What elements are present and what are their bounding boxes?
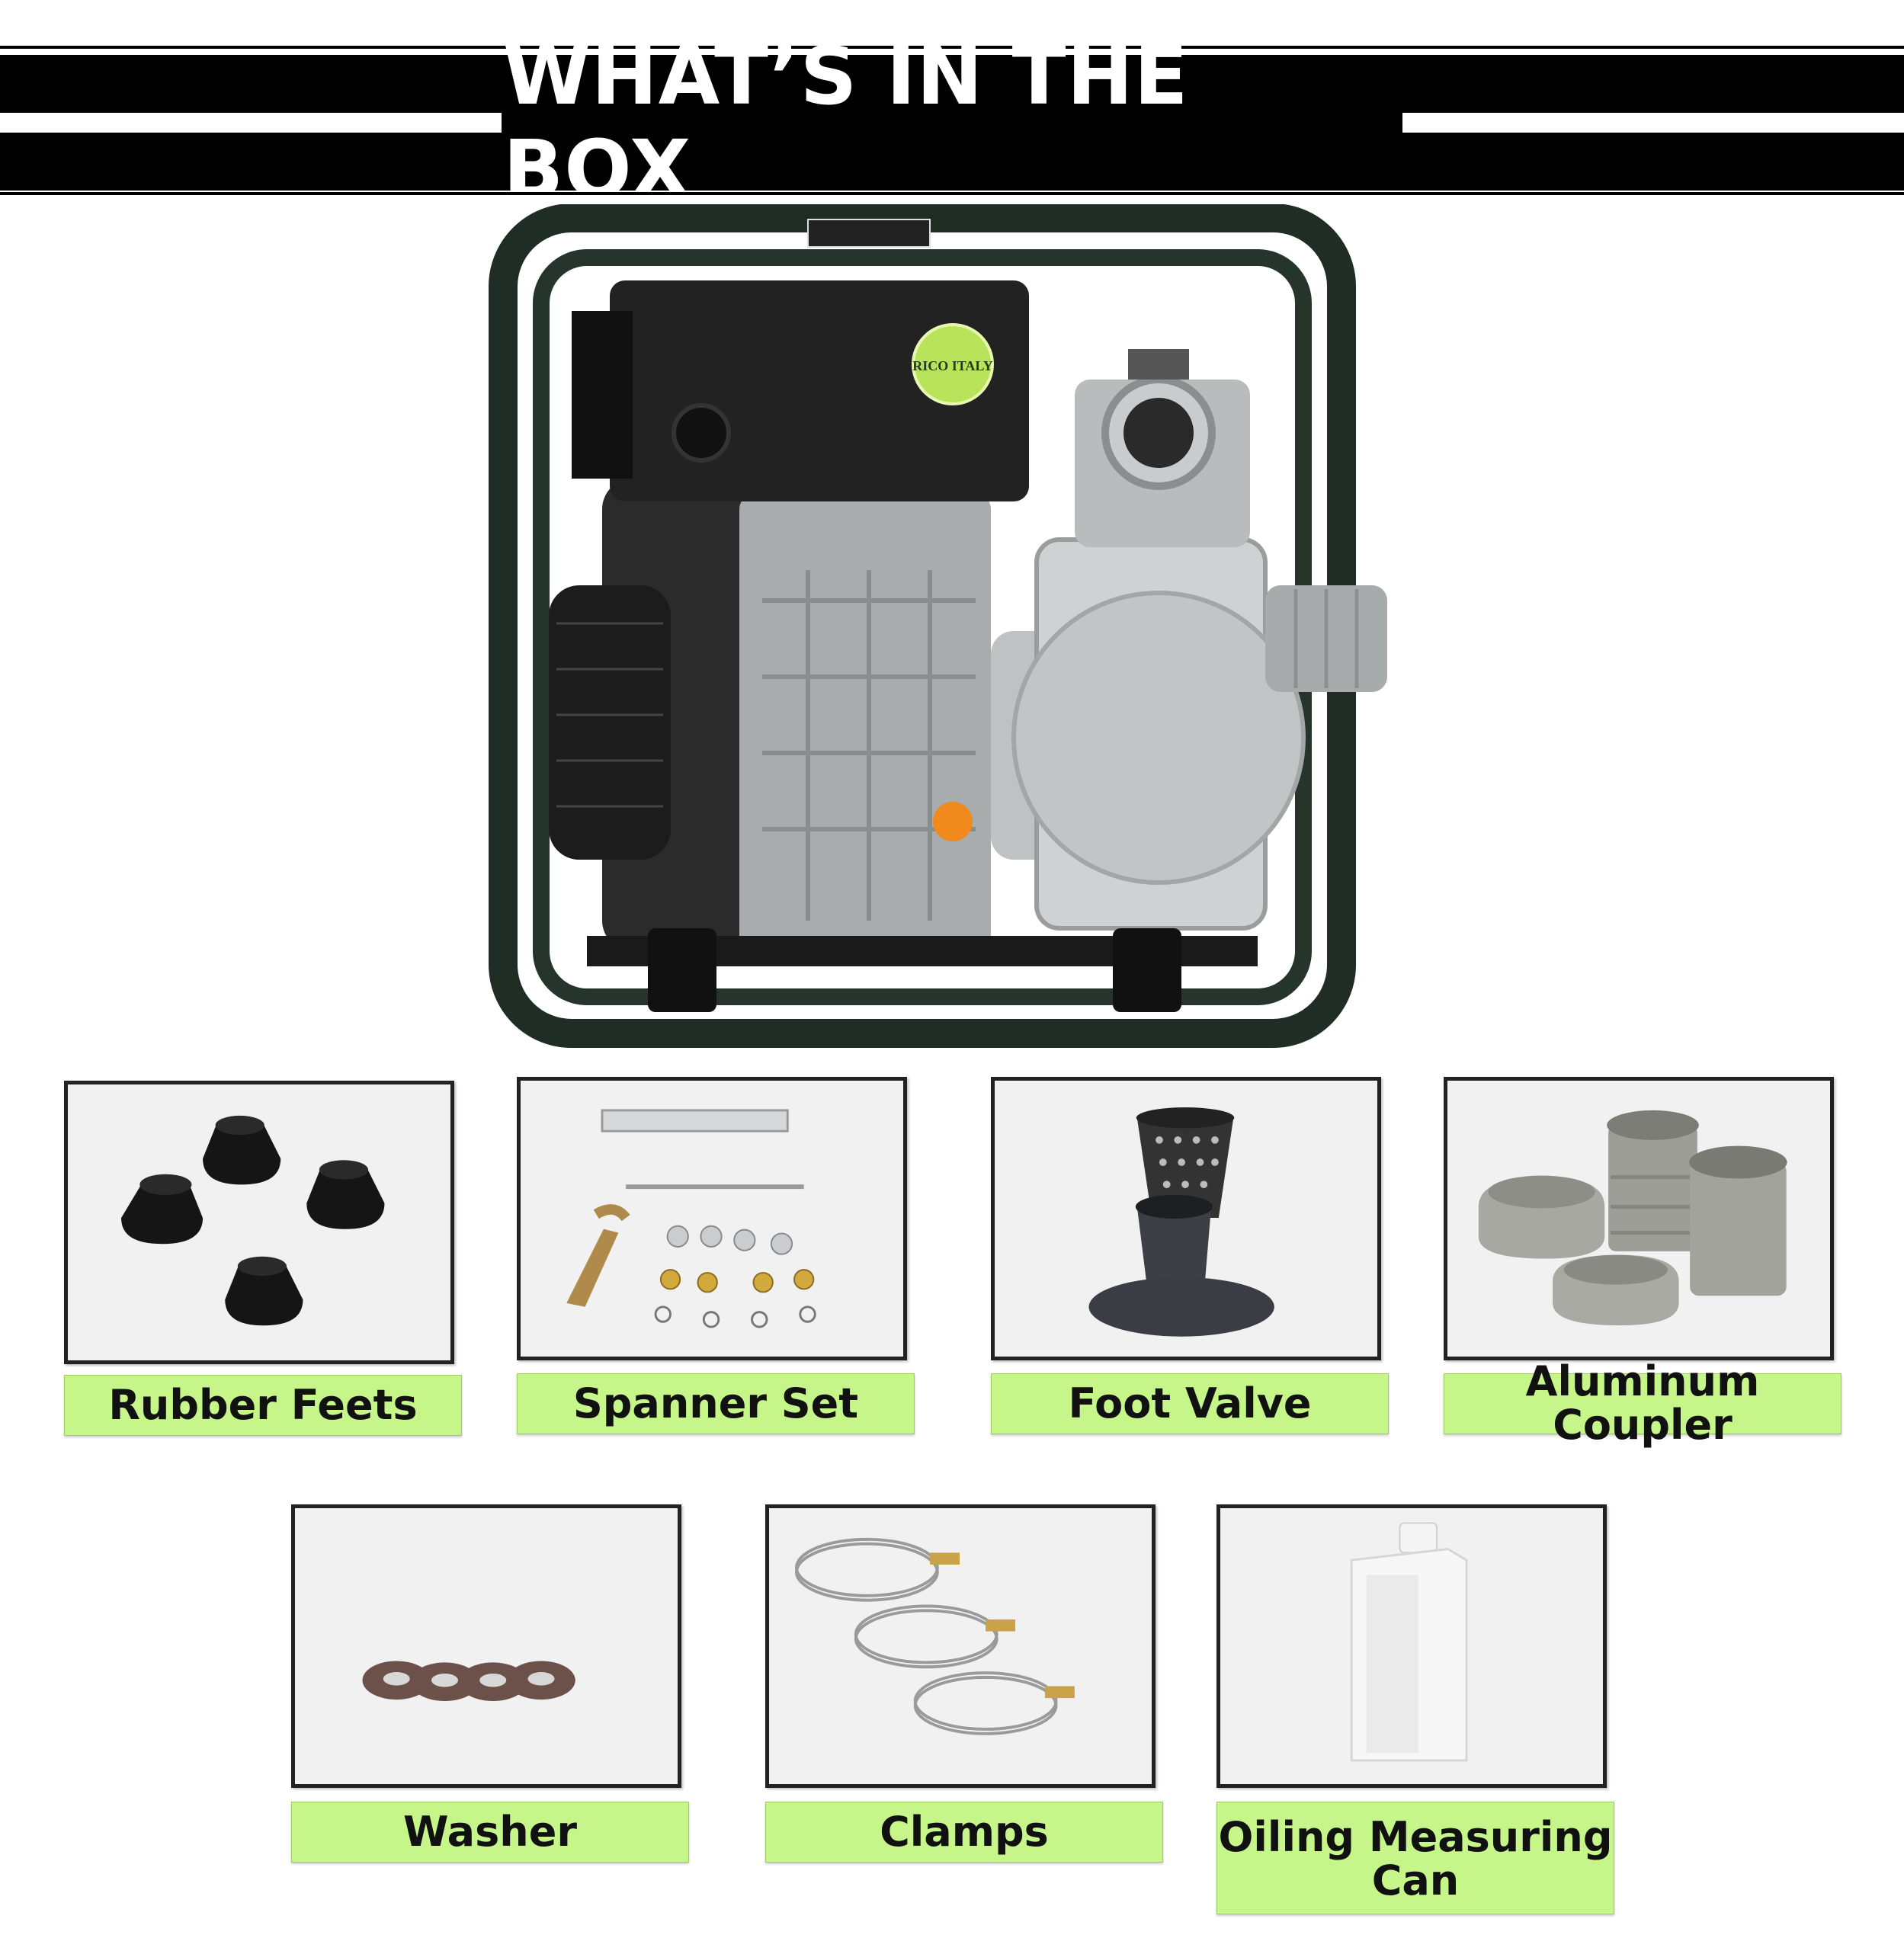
aluminum-coupler-label: Aluminum Coupler <box>1444 1360 1841 1446</box>
clamps-image <box>765 1504 1156 1788</box>
oiling-measuring-can-image <box>1216 1504 1607 1788</box>
aluminum-coupler-image <box>1444 1077 1834 1360</box>
banner-stripe-left <box>0 113 502 133</box>
spanner-set-label: Spanner Set <box>517 1373 915 1434</box>
rubber-feets-image <box>64 1081 454 1364</box>
top-rule <box>0 46 1904 49</box>
washer-label: Washer <box>291 1802 689 1863</box>
washer-image <box>291 1504 681 1788</box>
spanner-set-image <box>517 1077 907 1360</box>
bottom-rule <box>0 192 1904 195</box>
foot-valve-label: Foot Valve <box>991 1373 1389 1434</box>
rubber-feets-label: Rubber Feets <box>64 1375 462 1436</box>
banner-stripe-right <box>1402 113 1904 133</box>
water-pump-image: RICO ITALY <box>488 203 1433 1050</box>
clamps-label: Clamps <box>765 1802 1163 1863</box>
oiling-measuring-can-label: Oiling Measuring Can <box>1216 1802 1614 1914</box>
svg-text:RICO ITALY: RICO ITALY <box>912 358 993 373</box>
foot-valve-image <box>991 1077 1381 1360</box>
page-title: WHAT’S IN THE BOX <box>503 30 1189 216</box>
